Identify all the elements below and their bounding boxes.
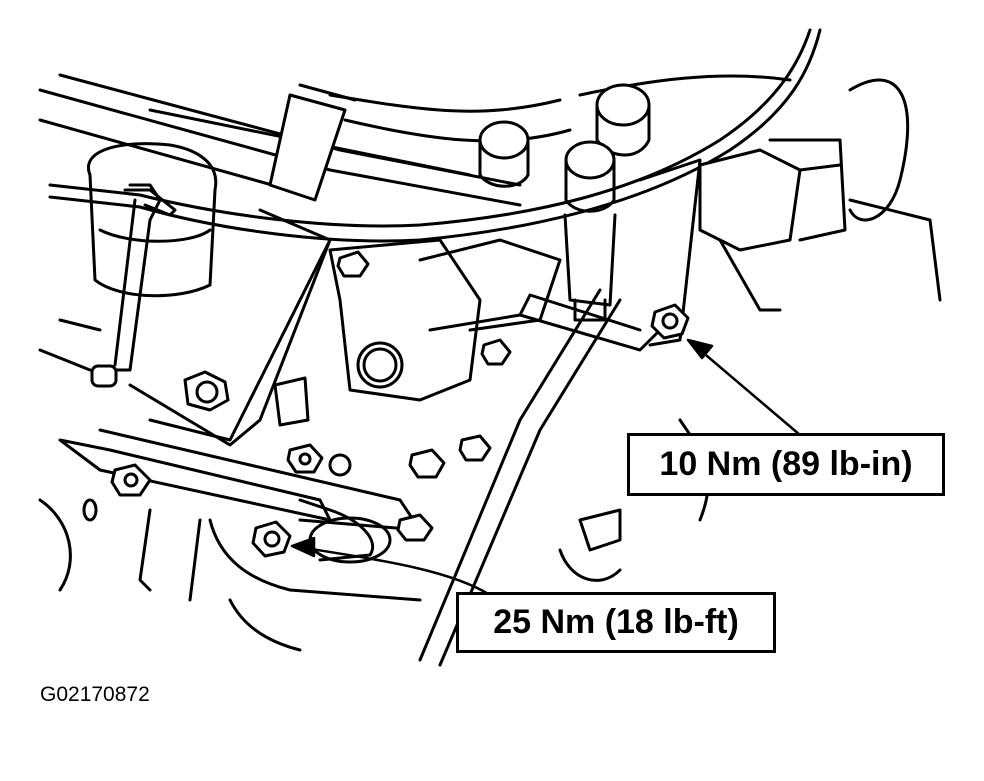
throttle-cable <box>48 28 822 243</box>
bolt-center-1 <box>286 443 324 474</box>
wire-harness <box>38 73 792 207</box>
bolt-bracket <box>336 250 370 278</box>
bolt-lower-mid <box>396 513 434 542</box>
torque-callout-25nm: 25 Nm (18 lb-ft) <box>456 592 776 653</box>
tie-strap <box>268 83 357 202</box>
filter-housing <box>86 142 218 298</box>
figure-id: G02170872 <box>40 683 150 706</box>
bolt-center-2 <box>408 448 446 479</box>
support-rod <box>90 183 177 388</box>
bolt-25nm <box>251 520 292 558</box>
arrowhead-10nm <box>686 338 714 360</box>
bolt-left <box>110 463 152 497</box>
connector-plugs <box>478 83 651 322</box>
bolt-10nm <box>650 303 690 340</box>
torque-leader-arrows <box>290 338 802 597</box>
arrowhead-25nm <box>290 536 316 558</box>
bolt-hex-large <box>183 370 230 412</box>
intake-manifold <box>328 158 702 402</box>
lower-assembly <box>38 418 710 652</box>
bolt-manifold <box>480 338 512 366</box>
bolts <box>110 250 690 558</box>
leader-line-25nm <box>303 546 492 597</box>
sensor-connector <box>698 78 942 312</box>
bolt-center-3 <box>458 434 492 462</box>
leader-line-10nm <box>698 348 802 437</box>
torque-callout-10nm: 10 Nm (89 lb-in) <box>627 433 945 496</box>
